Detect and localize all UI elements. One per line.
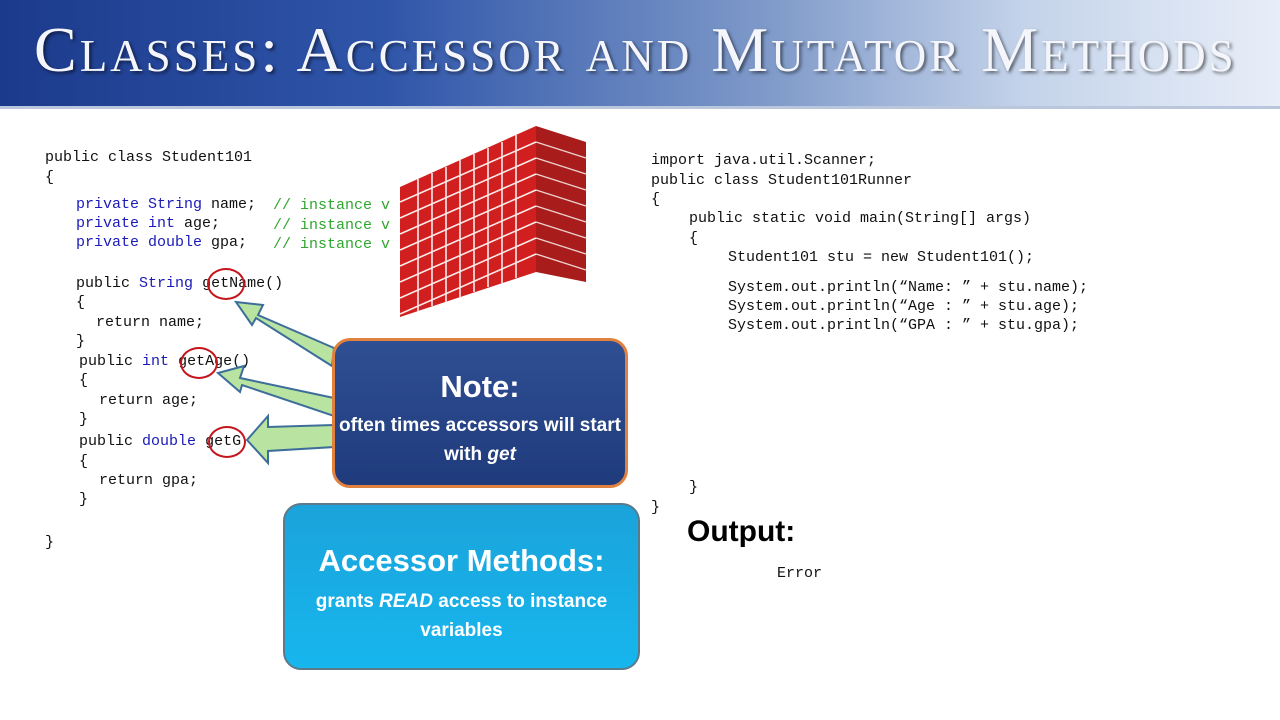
slide-title: Classes: Accessor and Mutator Methods: [34, 14, 1237, 85]
code-line: {: [79, 372, 89, 389]
code-type: String: [148, 196, 203, 213]
code-line: {: [76, 294, 86, 311]
code-line: import java.util.Scanner;: [651, 152, 877, 169]
accessor-body-text: access to instance variables: [420, 591, 608, 641]
arrow-shape: [245, 413, 335, 466]
code-keyword: private: [76, 215, 140, 232]
highlight-circle: [180, 347, 218, 379]
code-line: {: [45, 169, 55, 186]
code-comment: // instance v: [273, 236, 391, 253]
code-text: name;: [202, 196, 257, 213]
code-type: double: [142, 433, 197, 450]
banner-divider: [0, 106, 1280, 109]
code-type: int: [148, 215, 176, 232]
code-line: System.out.println(“Name: ” + stu.name);: [728, 279, 1089, 296]
highlight-circle: [208, 426, 246, 458]
code-line: }: [651, 499, 661, 516]
code-line: }: [76, 333, 86, 350]
code-comment: // instance v: [273, 197, 391, 214]
note-callout: Note: often times accessors will start w…: [332, 338, 628, 488]
return-line: return age;: [99, 392, 199, 409]
code-type: int: [142, 353, 170, 370]
output-label: Output:: [687, 515, 796, 548]
field-line: private int age;: [76, 216, 220, 231]
code-text: public: [79, 433, 134, 450]
return-line: return gpa;: [99, 472, 199, 489]
field-line: private double gpa;: [76, 235, 247, 250]
code-keyword: private: [76, 234, 140, 251]
code-keyword: private: [76, 196, 140, 213]
note-body: often times accessors will start with ge…: [335, 411, 625, 469]
code-comment: // instance v: [273, 217, 391, 234]
code-line: }: [45, 534, 55, 551]
accessor-title: Accessor Methods:: [318, 543, 605, 578]
arrow-shape: [233, 300, 336, 368]
code-line: System.out.println(“Age : ” + stu.age);: [728, 298, 1080, 315]
code-line: public class Student101: [45, 149, 253, 166]
code-line: }: [79, 491, 89, 508]
note-title: Note:: [440, 369, 520, 404]
accessor-body-emphasis: READ: [379, 591, 433, 612]
note-body-emphasis: get: [487, 444, 516, 465]
code-text: gpa;: [202, 234, 248, 251]
return-line: return name;: [96, 314, 205, 331]
code-line: {: [689, 230, 699, 247]
accessor-body-text: grants: [315, 591, 380, 612]
code-line: public static void main(String[] args): [689, 210, 1032, 227]
code-line: public class Student101Runner: [651, 172, 913, 189]
accessor-body: grants READ access to instance variables: [285, 587, 638, 645]
output-value: Error: [777, 565, 823, 582]
code-line: }: [689, 479, 699, 496]
code-line: {: [651, 191, 661, 208]
code-type: double: [148, 234, 203, 251]
brick-wall-icon: [398, 125, 588, 317]
arrow-shape: [215, 364, 335, 418]
code-line: {: [79, 453, 89, 470]
code-line: }: [79, 411, 89, 428]
code-text: public: [76, 275, 131, 292]
code-text: public: [79, 353, 134, 370]
code-line: Student101 stu = new Student101();: [728, 249, 1035, 266]
code-type: String: [139, 275, 194, 292]
field-line: private String name;: [76, 197, 256, 212]
title-banner: [0, 0, 1280, 108]
accessor-callout: Accessor Methods: grants READ access to …: [283, 503, 640, 670]
highlight-circle: [207, 268, 245, 300]
code-line: System.out.println(“GPA : ” + stu.gpa);: [728, 317, 1080, 334]
code-text: age;: [175, 215, 221, 232]
note-body-text: often times accessors will start with: [339, 415, 621, 465]
